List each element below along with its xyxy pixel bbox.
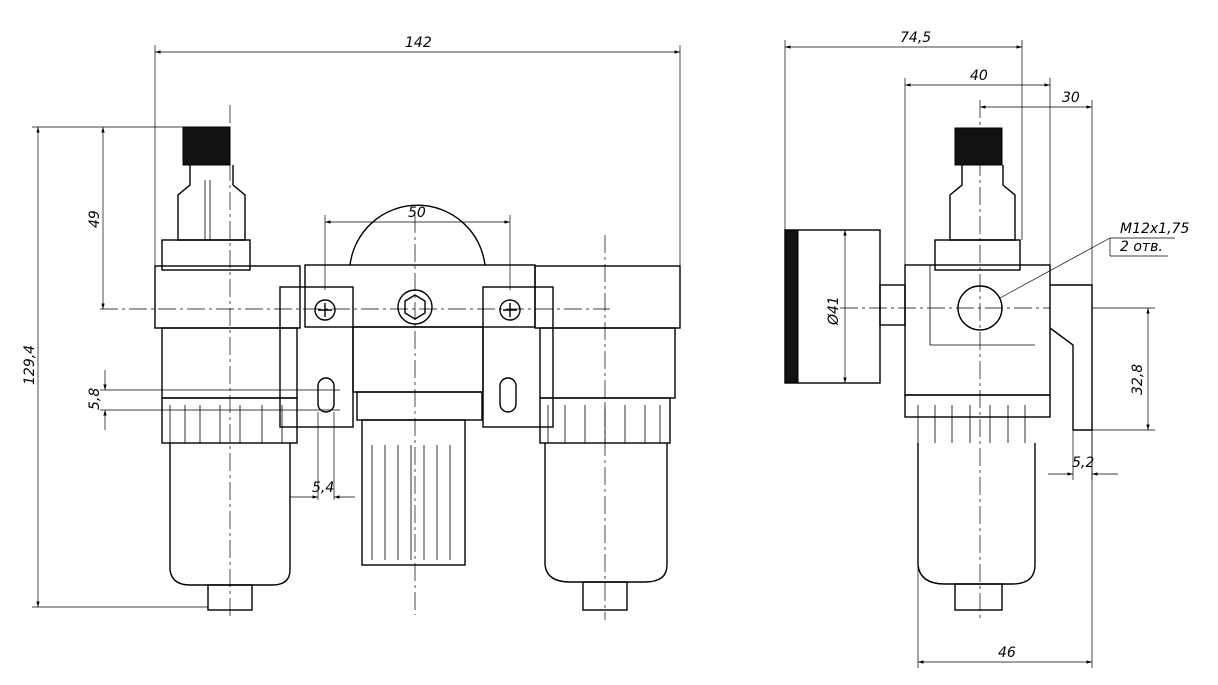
dim-depth-30: 30 <box>1062 90 1080 106</box>
dim-overall-depth: 74,5 <box>900 30 931 46</box>
holes-callout: 2 отв. <box>1120 239 1163 255</box>
left-filter-unit <box>154 126 301 611</box>
center-regulator-unit <box>279 204 554 566</box>
dim-slot-height: 5,8 <box>87 388 103 410</box>
side-view: 74,5 40 30 Ø41 M12x1,75 2 отв. 32,8 5,2 … <box>784 30 1189 668</box>
dim-gauge-diameter: Ø41 <box>826 296 842 326</box>
right-filter-unit <box>534 265 681 611</box>
dim-bowl-width: 46 <box>998 645 1016 661</box>
screw-icon <box>314 299 336 321</box>
dim-overall-width: 142 <box>405 35 432 51</box>
dim-port-spacing: 50 <box>408 205 426 221</box>
dim-overall-height: 129,4 <box>22 345 38 385</box>
front-dimensions: 142 50 129,4 49 5,8 5,4 <box>22 35 681 608</box>
side-dimensions: 74,5 40 30 Ø41 M12x1,75 2 отв. 32,8 5,2 … <box>784 30 1189 668</box>
thread-callout: M12x1,75 <box>1120 221 1189 237</box>
dim-slot-width: 5,4 <box>312 480 334 496</box>
dim-depth-40: 40 <box>970 68 988 84</box>
front-view: 142 50 129,4 49 5,8 5,4 <box>22 35 681 620</box>
dim-top-to-port: 49 <box>87 210 103 228</box>
screw-icon <box>499 299 521 321</box>
port-circle <box>957 285 1003 331</box>
dim-bracket-height: 32,8 <box>1130 364 1146 395</box>
dim-bracket-thickness: 5,2 <box>1072 455 1094 471</box>
knob-icon <box>182 126 231 166</box>
knob-icon <box>954 127 1003 166</box>
